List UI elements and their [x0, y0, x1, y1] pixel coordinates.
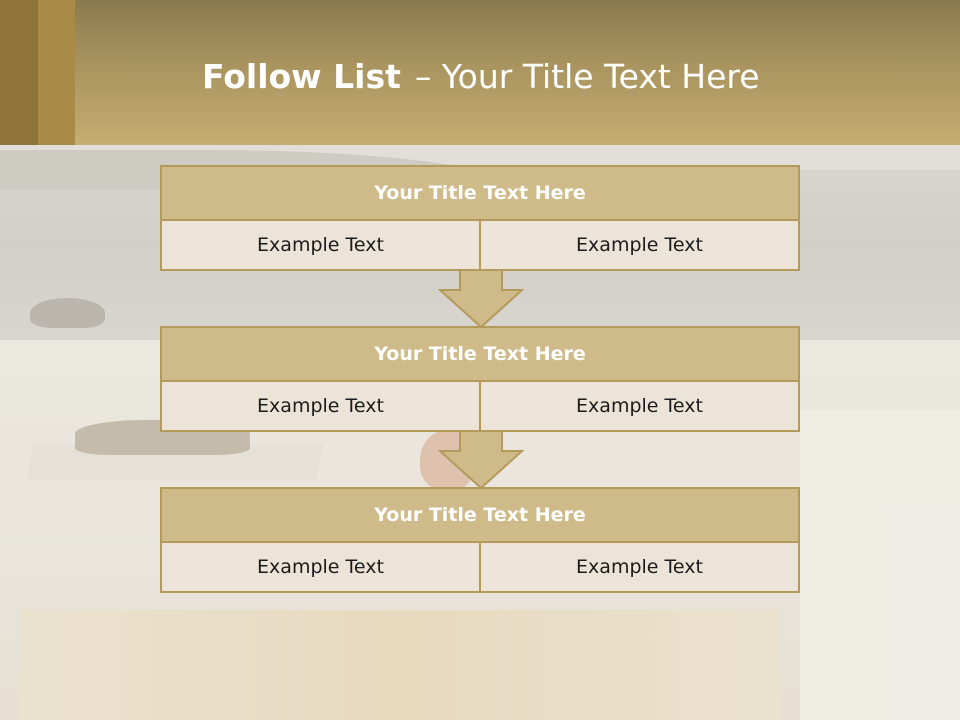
flow-block-title: Your Title Text Here: [160, 487, 800, 543]
down-arrow-icon: [438, 431, 524, 489]
flow-block-title: Your Title Text Here: [160, 326, 800, 382]
slide-title-rest: – Your Title Text Here: [414, 57, 760, 96]
header-stripe-dark: [0, 0, 38, 145]
flow-block-cell-left: Example Text: [160, 543, 479, 593]
flow-block-1: Your Title Text Here Example Text Exampl…: [160, 165, 800, 271]
flow-block-cell-left: Example Text: [160, 221, 479, 271]
header-band: [0, 0, 960, 145]
header-stripe-light: [38, 0, 75, 145]
flow-block-3: Your Title Text Here Example Text Exampl…: [160, 487, 800, 593]
flow-block-title: Your Title Text Here: [160, 165, 800, 221]
flow-block-2: Your Title Text Here Example Text Exampl…: [160, 326, 800, 432]
down-arrow-icon: [438, 270, 524, 328]
flow-block-cell-right: Example Text: [479, 543, 800, 593]
flow-block-cell-right: Example Text: [479, 221, 800, 271]
flow-block-cell-right: Example Text: [479, 382, 800, 432]
slide-title-bold: Follow List: [202, 57, 401, 96]
slide-title: Follow List – Your Title Text Here: [202, 52, 760, 102]
flow-block-cell-left: Example Text: [160, 382, 479, 432]
